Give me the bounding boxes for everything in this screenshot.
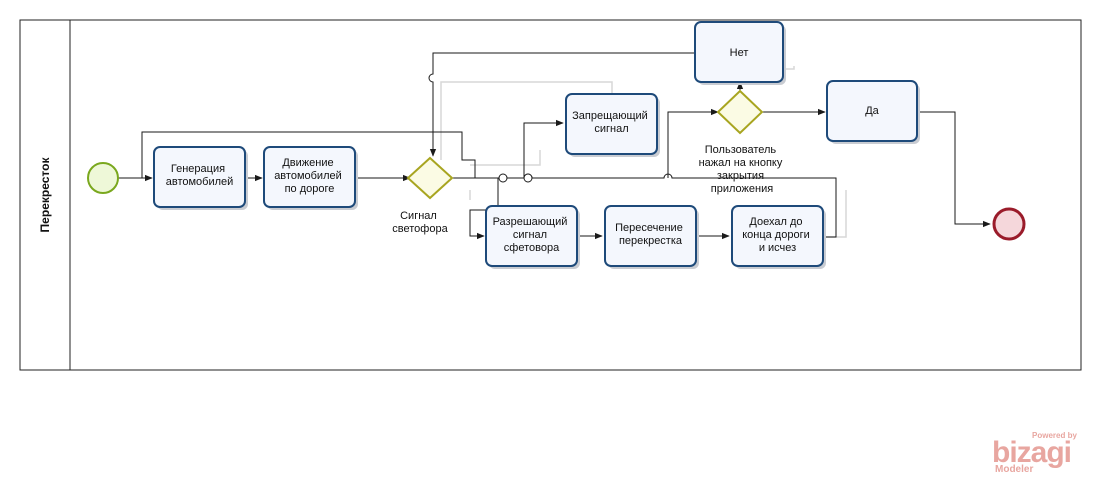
sequence-flows bbox=[118, 52, 991, 240]
gateway-label: Сигнал светофора bbox=[392, 210, 448, 235]
pool-title: Перекресток bbox=[38, 157, 52, 233]
end-event[interactable] bbox=[992, 207, 1026, 241]
flow-to-forbid bbox=[523, 119, 564, 178]
muted-flow-no-stub bbox=[784, 66, 795, 70]
task-allow-signal[interactable]: Разрешающий сигнал сфетовора bbox=[485, 205, 580, 269]
flow-to-allow bbox=[469, 178, 499, 240]
task-road-movement[interactable]: Движение автомобилей по дороге bbox=[263, 146, 358, 210]
task-reached-end[interactable]: Доехал до конца дороги и исчез bbox=[731, 205, 826, 269]
flow-to-user-gateway bbox=[667, 108, 719, 178]
flow-no-to-gateway bbox=[428, 52, 696, 157]
task-label: Движение автомобилей по дороге bbox=[274, 157, 345, 195]
watermark-powered: Powered by bbox=[1032, 431, 1077, 440]
task-yes[interactable]: Да bbox=[826, 80, 920, 144]
muted-flow-forbid-return bbox=[440, 81, 613, 160]
task-label: Нет bbox=[730, 47, 749, 59]
watermark-brand: bizagi bbox=[992, 436, 1071, 469]
task-crossing[interactable]: Пересечение перекрестка bbox=[604, 205, 699, 269]
flow-loop-back-top bbox=[141, 131, 476, 178]
task-label: Да bbox=[865, 105, 879, 117]
flow-crossing-jump bbox=[523, 173, 533, 183]
flow-crossing-jump bbox=[498, 173, 508, 183]
watermark-product: Modeler bbox=[995, 464, 1033, 475]
task-label: Запрещающий сигнал bbox=[572, 110, 651, 135]
bizagi-watermark: Powered by bizagi Modeler bbox=[992, 431, 1077, 475]
task-label: Генерация автомобилей bbox=[166, 163, 234, 188]
task-label: Пересечение перекрестка bbox=[615, 222, 686, 247]
gateway-user-close[interactable]: Пользователь нажал на кнопку закрытия пр… bbox=[699, 89, 786, 195]
flow-yes-to-end bbox=[917, 111, 991, 228]
gateway-traffic-light[interactable]: Сигнал светофора bbox=[392, 156, 454, 235]
task-generation[interactable]: Генерация автомобилей bbox=[153, 146, 248, 210]
task-label: Доехал до конца дороги и исчез bbox=[742, 216, 813, 254]
start-event[interactable] bbox=[87, 162, 119, 194]
gateway-label: Пользователь нажал на кнопку закрытия пр… bbox=[699, 144, 786, 195]
task-forbid-signal[interactable]: Запрещающий сигнал bbox=[565, 93, 660, 157]
task-label: Разрешающий сигнал сфетовора bbox=[493, 216, 571, 254]
task-no[interactable]: Нет bbox=[694, 21, 786, 85]
muted-flow-mid bbox=[470, 150, 541, 166]
